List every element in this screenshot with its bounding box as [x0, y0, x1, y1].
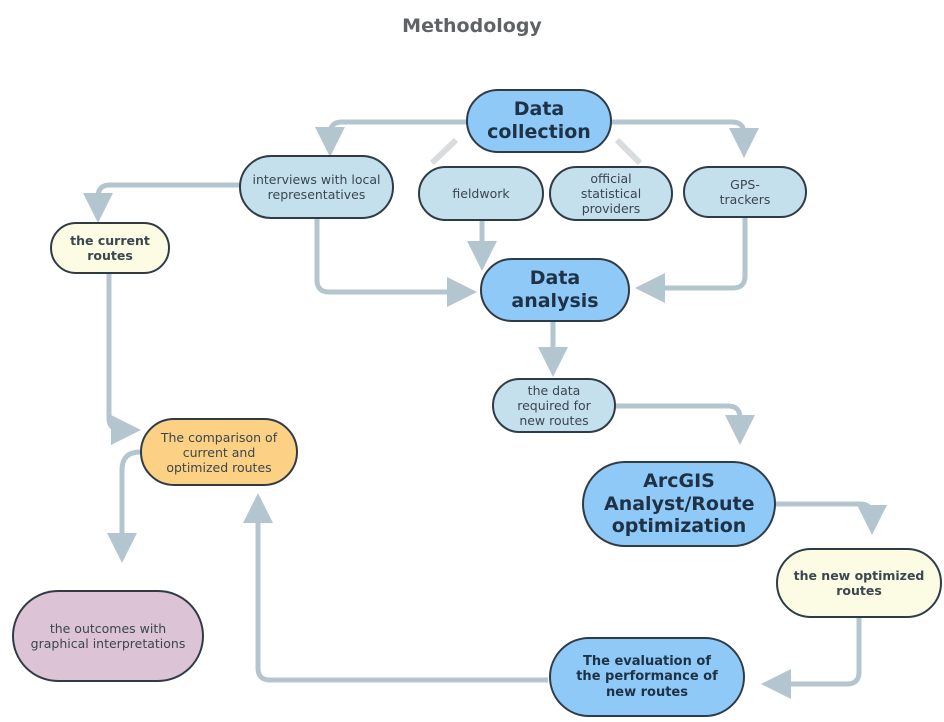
node-current-routes-label: the current routes	[70, 233, 150, 263]
node-outcomes-label: the outcomes with graphical interpretati…	[30, 621, 186, 651]
edge-current-routes-to-comparison	[106, 274, 141, 445]
edge-collection-to-official-stats	[614, 137, 643, 166]
node-interviews[interactable]: interviews with local representatives	[239, 155, 394, 219]
edge-comparison-to-outcomes	[107, 449, 141, 563]
diagram-title: Methodology	[402, 15, 542, 37]
node-gps-trackers-label: GPS-trackers	[719, 177, 771, 207]
node-interviews-label: interviews with local representatives	[252, 172, 381, 202]
node-data-analysis-label: Data analysis	[511, 267, 599, 312]
edge-arcgis-to-new-routes	[774, 501, 887, 535]
node-evaluation[interactable]: The evaluation of the performance of new…	[549, 637, 745, 717]
node-new-optimized-routes-label: the new optimized routes	[793, 568, 925, 598]
node-evaluation-label: The evaluation of the performance of new…	[576, 653, 718, 700]
edge-collection-to-interviews	[315, 119, 470, 157]
node-arcgis[interactable]: ArcGIS Analyst/Route optimization	[582, 461, 776, 547]
node-arcgis-label: ArcGIS Analyst/Route optimization	[604, 469, 755, 538]
node-fieldwork-label: fieldwork	[452, 186, 510, 201]
node-data-required-label: the data required for new routes	[517, 383, 591, 428]
node-official-stats-label: official statistical providers	[580, 171, 642, 216]
edge-interviews-to-analysis	[314, 218, 477, 307]
edge-collection-to-gps	[612, 119, 759, 158]
edge-gps-to-analysis	[635, 218, 748, 303]
edge-new-routes-to-evaluation	[761, 618, 862, 699]
edge-collection-to-fieldwork	[429, 137, 459, 166]
edge-interviews-to-current-routes	[83, 182, 240, 223]
node-current-routes[interactable]: the current routes	[50, 222, 170, 274]
node-data-collection-label: Data collection	[487, 98, 591, 143]
node-new-optimized-routes[interactable]: the new optimized routes	[776, 548, 942, 618]
node-outcomes[interactable]: the outcomes with graphical interpretati…	[12, 590, 204, 682]
node-data-collection[interactable]: Data collection	[466, 89, 612, 153]
node-gps-trackers[interactable]: GPS-trackers	[683, 166, 807, 218]
node-fieldwork[interactable]: fieldwork	[418, 166, 544, 221]
edge-evaluation-to-comparison	[243, 493, 548, 683]
node-comparison-label: The comparison of current and optimized …	[160, 429, 278, 475]
node-official-stats[interactable]: official statistical providers	[549, 166, 673, 221]
edge-data-required-to-arcgis	[616, 403, 755, 445]
node-comparison[interactable]: The comparison of current and optimized …	[140, 418, 298, 486]
node-data-analysis[interactable]: Data analysis	[480, 258, 630, 322]
node-data-required[interactable]: the data required for new routes	[492, 378, 616, 433]
